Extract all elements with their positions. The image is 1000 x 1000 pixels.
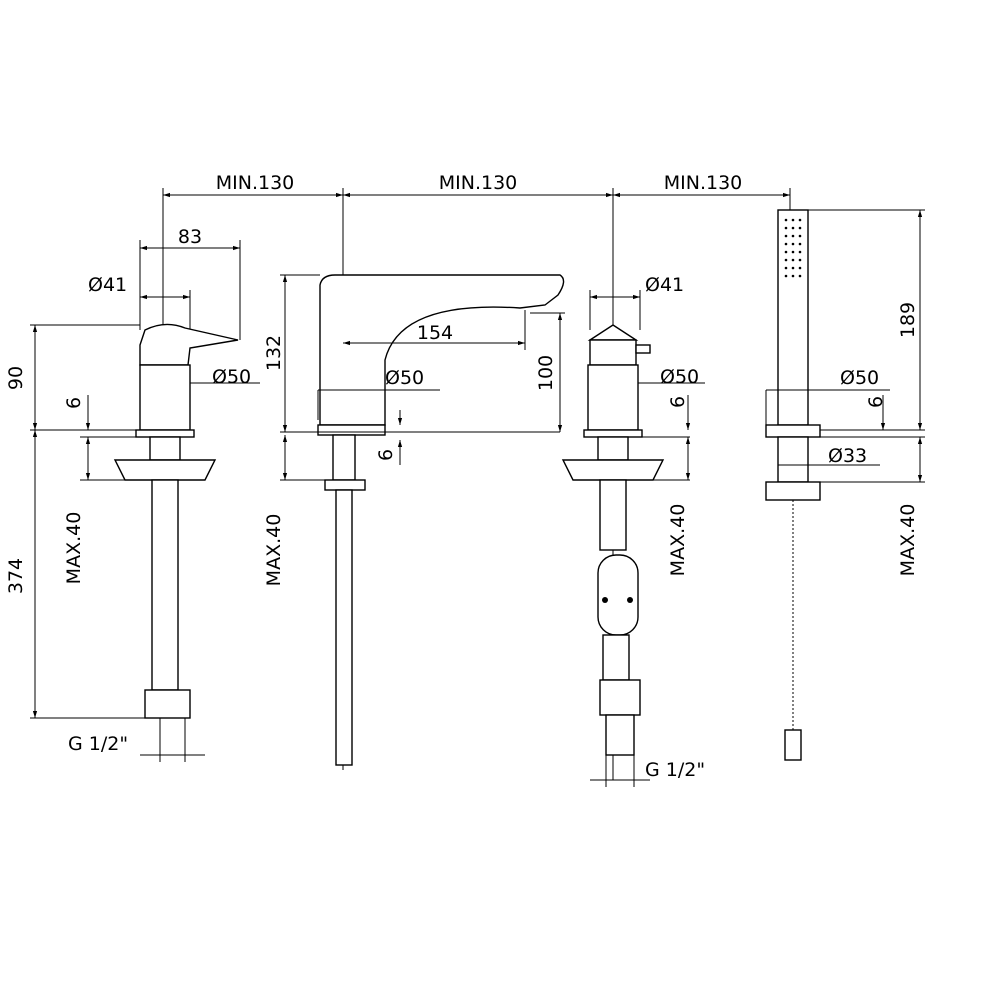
dim-d41-left: Ø41 <box>88 274 127 296</box>
spout: 132 154 100 Ø50 6 MAX.40 <box>263 274 565 766</box>
dim-6-shower: 6 <box>865 396 887 408</box>
left-mixer: 83 Ø41 Ø50 90 374 6 MAX.40 G 1/2" <box>5 226 260 762</box>
dim-d50-center: Ø50 <box>385 367 424 389</box>
dim-max40-left: MAX.40 <box>63 512 85 585</box>
dim-min-130-right: MIN.130 <box>664 172 743 194</box>
hand-shower: 189 Ø50 6 Ø33 MAX.40 <box>765 209 925 761</box>
dim-90: 90 <box>5 366 27 390</box>
dim-189: 189 <box>897 302 919 338</box>
dim-max40-center: MAX.40 <box>263 514 285 587</box>
dim-6-right: 6 <box>667 396 689 408</box>
dim-max40-right: MAX.40 <box>667 504 689 577</box>
dim-d50-right: Ø50 <box>660 366 699 388</box>
dim-d33: Ø33 <box>828 445 867 467</box>
dim-min-130-left: MIN.130 <box>216 172 295 194</box>
dim-374: 374 <box>5 558 27 594</box>
dim-d50-left: Ø50 <box>212 366 251 388</box>
spacing-dimensions: MIN.130 MIN.130 MIN.130 <box>162 172 791 780</box>
dim-100: 100 <box>535 355 557 391</box>
dim-g12-left: G 1/2" <box>68 733 128 755</box>
dim-154: 154 <box>417 322 453 344</box>
dim-max40-shower: MAX.40 <box>897 504 919 577</box>
dim-83: 83 <box>178 226 202 248</box>
dim-132: 132 <box>263 335 285 371</box>
dim-min-130-center: MIN.130 <box>439 172 518 194</box>
dim-6-left: 6 <box>63 397 85 409</box>
dim-d50-shower: Ø50 <box>840 367 879 389</box>
dim-d41-right: Ø41 <box>645 274 684 296</box>
dim-g12-right: G 1/2" <box>645 759 705 781</box>
dim-6-center: 6 <box>375 449 397 461</box>
right-mixer: Ø41 Ø50 6 MAX.40 G 1/2" <box>561 274 705 787</box>
